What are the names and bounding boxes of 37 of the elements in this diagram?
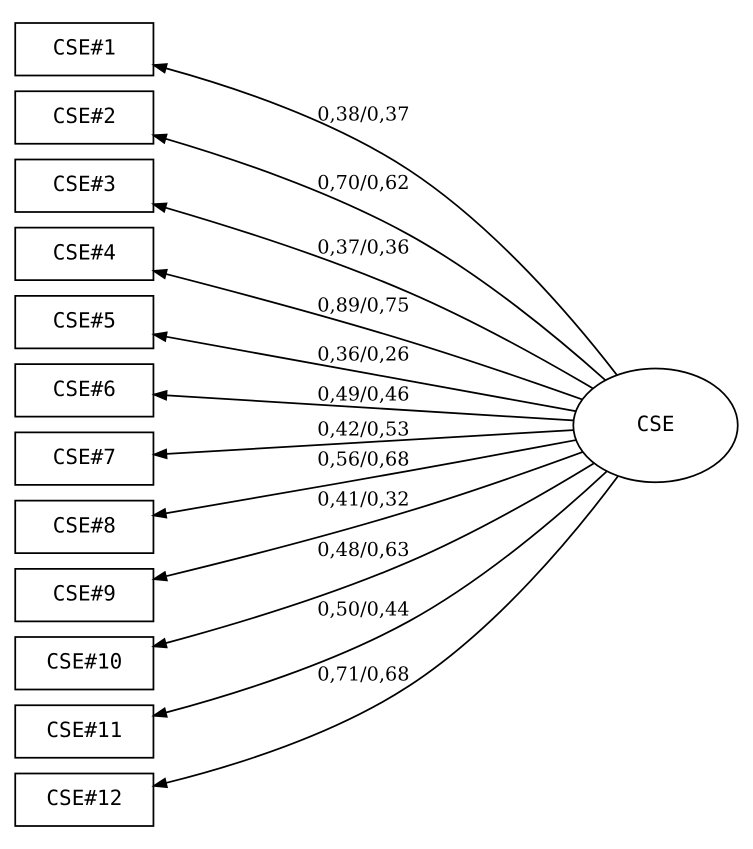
edge-label: 0,38/0,37 [317, 102, 410, 126]
arrow [151, 462, 594, 648]
edge-label: 0,36/0,26 [317, 342, 410, 366]
edge-label: 0,70/0,62 [317, 170, 410, 194]
arrow [151, 390, 574, 422]
edge-label: 0,42/0,53 [317, 418, 410, 441]
node-box: CSE#1 [14, 22, 154, 76]
arrow [151, 331, 576, 412]
arrow [150, 202, 594, 390]
node-box: CSE#7 [14, 432, 154, 486]
arrow [151, 470, 608, 718]
arrow [151, 63, 618, 376]
arrow [151, 476, 619, 788]
node-box: CSE#5 [14, 295, 154, 350]
edge-label: 0,56/0,68 [317, 447, 410, 470]
edge-label: 0,50/0,44 [317, 598, 410, 621]
arrow [151, 451, 583, 582]
arrow [151, 429, 574, 460]
edge-label: 0,71/0,68 [317, 662, 410, 686]
edge-label: 0,37/0,36 [317, 236, 410, 259]
node-box: CSE#12 [14, 772, 154, 827]
node-box: CSE#8 [14, 500, 154, 554]
arrow [151, 134, 606, 381]
edge-label: 0,48/0,63 [317, 538, 410, 562]
node-box: CSE#10 [14, 636, 154, 690]
node-box: CSE#9 [14, 568, 154, 622]
node-box: CSE#11 [14, 704, 154, 759]
edge-label: 0,89/0,75 [317, 293, 410, 316]
node-box: CSE#4 [14, 226, 154, 282]
node-box: CSE#3 [14, 158, 154, 213]
edge-label: 0,41/0,32 [317, 488, 410, 510]
arrow [151, 268, 582, 400]
edge-label: 0,49/0,46 [317, 382, 410, 406]
node-ellipse: CSE [572, 368, 739, 484]
node-box: CSE#6 [14, 363, 154, 418]
arrow [150, 439, 576, 519]
node-box: CSE#2 [14, 90, 154, 145]
